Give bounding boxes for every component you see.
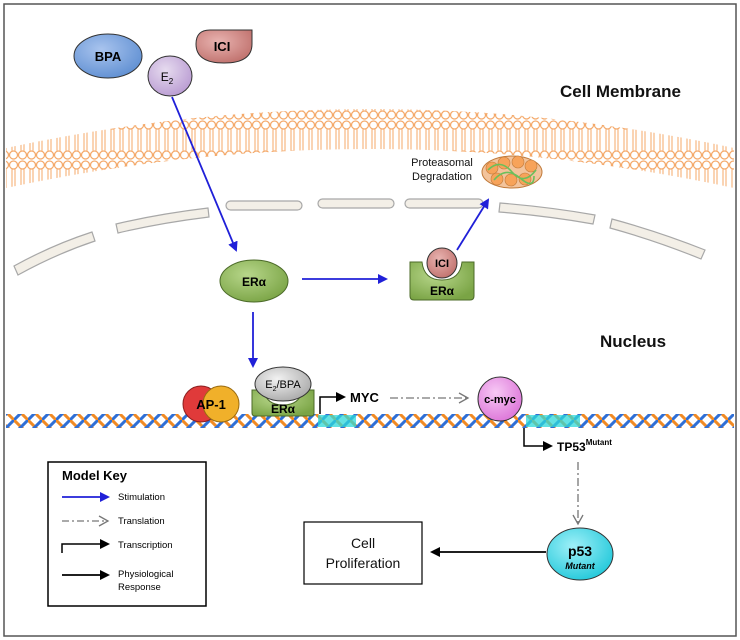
er-alpha-dna-label: ERα [271,402,296,416]
stimulation-arrow-to-degradation [456,198,490,251]
key-stimulation-label: Stimulation [118,492,165,503]
er-alpha-dna-complex [251,389,315,417]
nucleus-label: Nucleus [600,332,666,351]
cell-proliferation-line1: Cell [351,535,375,551]
p53-label: p53 [568,543,592,559]
transcription-arrow-myc [319,392,346,414]
p53-mutant-label: Mutant [565,561,595,571]
ap1-label: AP-1 [196,397,226,412]
bpa-molecule [73,33,143,79]
ici-molecule [195,29,253,64]
key-translation-label: Translation [118,516,165,527]
myc-gene-label: MYC [350,390,380,405]
er-alpha-ici-label: ERα [430,284,455,298]
e2-molecule [147,55,193,97]
key-transcription-arrow [61,539,110,553]
nuclear-envelope [13,198,706,276]
cell-proliferation-line2: Proliferation [326,555,401,571]
cmyc-label: c-myc [484,394,516,406]
proteasomal-label-line1: Proteasomal [411,157,473,169]
cell-proliferation-box [303,521,423,585]
er-alpha-molecule [219,259,289,303]
key-transcription-label: Transcription [118,540,173,551]
e2-bpa-ligand [254,366,312,402]
bpa-label: BPA [95,49,122,64]
dna-helix [6,414,734,428]
stimulation-arrow-e2-to-er [171,96,238,252]
cell-membrane [6,109,734,188]
proteasome-icon [481,155,543,189]
proteasomal-label-line2: Degradation [412,171,472,183]
tp53-gene-label: TP53Mutant [557,438,612,454]
model-key-title: Model Key [62,468,128,483]
er-alpha-ici-complex [409,261,475,301]
key-response-label: Response [118,582,161,593]
key-physiological-label: Physiological [118,569,173,580]
cmyc-protein [477,376,523,422]
e2-bpa-label: E2/BPA [265,379,301,393]
p53-protein [546,527,614,581]
er-alpha-label: ERα [242,275,267,289]
model-key: Model Key Stimulation Translation Transc… [47,461,207,607]
e2-label: E2 [161,70,174,86]
transcription-arrow-tp53 [523,428,553,451]
ici-bound-molecule [426,247,458,279]
ici-label: ICI [214,39,231,54]
ap1-yellow-subunit [202,385,240,423]
ici-bound-label: ICI [435,258,449,270]
cell-membrane-label: Cell Membrane [560,82,681,101]
